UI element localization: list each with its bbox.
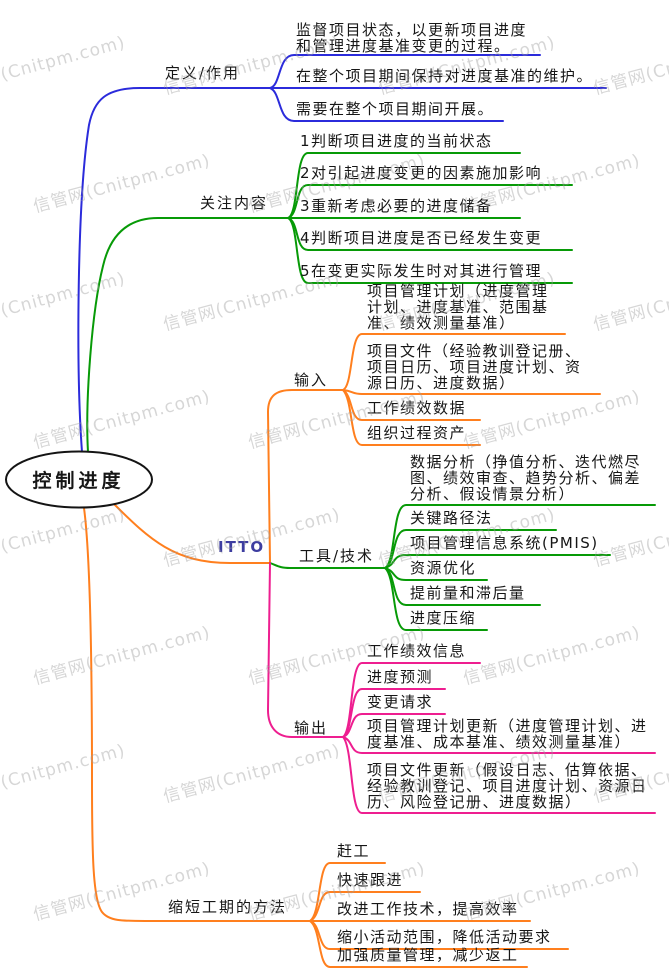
shorten-item-3: 改进工作技术，提高效率: [337, 900, 519, 918]
definition-item-3: 需要在整个项目期间开展。: [296, 100, 495, 118]
input-item-2-line: [342, 389, 601, 395]
tools-item-5: 提前量和滞后量: [410, 584, 526, 602]
shorten-item-2-line: [309, 891, 421, 922]
output-item-4: 项目管理计划更新（进度管理计划、进 度基准、成本基准、绩效测量基准）: [367, 717, 648, 751]
focus-item-3: 3重新考虑必要的进度储备: [300, 197, 493, 215]
definition-item-3-line: [269, 87, 504, 122]
output-item-4-line: [342, 736, 656, 754]
shorten-item-5-line: [309, 920, 528, 968]
focus-item-2-line: [287, 184, 573, 219]
shorten-item-2: 快速跟进: [337, 871, 404, 889]
tools-item-6-line: [384, 567, 488, 631]
focus-item-4: 4判断项目进度是否已经发生变更: [300, 229, 543, 247]
root-ellipse: [5, 450, 153, 509]
definition-item-2: 在整个项目期间保持对进度基准的维护。: [296, 67, 594, 85]
tools-item-1: 数据分析（挣值分析、迭代燃尽 图、绩效审查、趋势分析、偏差 分析、假设情景分析）: [410, 453, 642, 503]
focus-item-1-line: [287, 152, 521, 219]
output-item-3-line: [342, 713, 446, 738]
branch-label-itto: ITTO: [218, 538, 266, 556]
branch-label-output: 输出: [294, 719, 329, 737]
definition-item-1: 监督项目状态，以更新项目进度 和管理进度基准变更的过程。: [296, 21, 528, 55]
shorten-branch-lines: [83, 507, 569, 968]
tools-item-6: 进度压缩: [410, 609, 477, 627]
definition-trunk-line: [77, 87, 271, 453]
output-item-3: 变更请求: [367, 693, 434, 711]
focus-branch-lines: [86, 152, 573, 453]
input-item-1: 项目管理计划（进度管理 计划、进度基准、范围基 准、绩效测量基准）: [367, 282, 549, 332]
branch-label-focus: 关注内容: [200, 194, 269, 212]
focus-item-1: 1判断项目进度的当前状态: [300, 132, 493, 150]
shorten-item-1: 赶工: [337, 842, 371, 860]
tools-item-2-line: [384, 529, 557, 569]
input-item-2: 项目文件（经验教训登记册、 项目日历、项目进度计划、资 源日历、进度数据）: [367, 342, 582, 392]
output-trunk-line: [267, 562, 344, 738]
tools-item-4: 资源优化: [410, 559, 477, 577]
itto-trunk-line: [113, 503, 271, 564]
focus-item-2: 2对引起进度变更的因素施加影响: [300, 164, 543, 182]
focus-item-5-line: [287, 217, 573, 284]
output-item-5-line: [342, 736, 656, 814]
output-item-2: 进度预测: [367, 668, 434, 686]
input-item-4: 组织过程资产: [367, 424, 467, 442]
branch-label-definition: 定义/作用: [165, 64, 241, 82]
input-item-1-line: [342, 333, 566, 391]
root-node-label: 控制进度: [32, 470, 125, 492]
tools-branch-lines: [269, 504, 656, 631]
output-item-5: 项目文件更新（假设日志、估算依据、 经验教训登记、项目进度计划、资源日 历、风险…: [367, 761, 648, 811]
shorten-item-4: 缩小活动范围，降低活动要求: [337, 928, 552, 946]
focus-trunk-line: [86, 217, 289, 453]
tools-item-3-line: [384, 554, 611, 569]
itto-connector-line: [113, 503, 271, 564]
branch-label-tools: 工具/技术: [299, 547, 375, 565]
tools-trunk-line: [269, 562, 386, 569]
input-item-4-line: [342, 389, 481, 446]
focus-item-5: 5在变更实际发生时对其进行管理: [300, 262, 543, 280]
definition-branch-lines: [77, 54, 607, 453]
input-item-3: 工作绩效数据: [367, 399, 467, 417]
definition-item-1-line: [269, 54, 541, 89]
shorten-trunk-line: [83, 507, 311, 922]
shorten-item-5: 加强质量管理，减少返工: [337, 946, 519, 964]
output-branch-lines: [267, 562, 656, 814]
output-item-1: 工作绩效信息: [367, 642, 467, 660]
tools-item-3: 项目管理信息系统(PMIS): [410, 534, 599, 552]
input-branch-lines: [267, 333, 601, 564]
branch-label-input: 输入: [294, 371, 329, 389]
tools-item-2: 关键路径法: [410, 509, 493, 527]
branch-label-shorten: 缩短工期的方法: [168, 898, 288, 916]
input-trunk-line: [267, 389, 344, 564]
